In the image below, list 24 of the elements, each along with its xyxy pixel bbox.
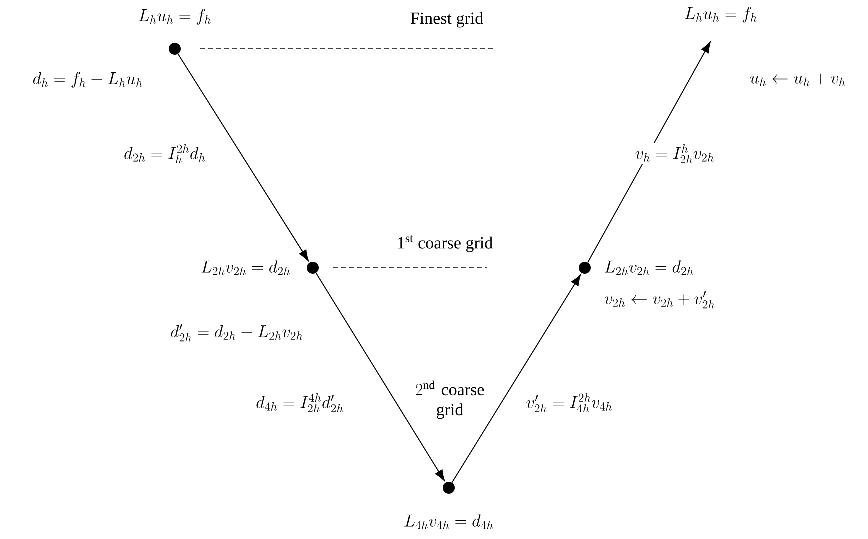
- formula-text: $d_h = f_h - L_h u_h$: [33, 72, 142, 88]
- formula-text: $v_{2h} \leftarrow v_{2h} + v'_{2h}$: [605, 291, 715, 309]
- formula-text: $d'_{2h} = d_{2h} - L_{2h} v_{2h}$: [171, 324, 303, 342]
- edge-label: $v_h = I_{2h}^{h} v_{2h}$: [634, 144, 716, 164]
- edge-label: $d_{4h} = I_{2h}^{4h} d'_{2h}$: [255, 392, 345, 414]
- formula-text: $2^{\mathrm{nd}}\ \mathrm{coarse}\allowbreak\ \mathrm{grid}$: [416, 380, 484, 420]
- grid-point-dot: [307, 262, 319, 274]
- formula-text: $u_h \leftarrow u_h + v_h$: [750, 74, 846, 86]
- edge-label: $d_{2h} = I_h^{2h} d_h$: [123, 144, 207, 164]
- formula-text: $L_{4h} v_{4h} = d_{4h}$: [404, 514, 494, 530]
- grid-point-dot: [443, 482, 455, 494]
- arrow: [452, 274, 582, 484]
- grid-point-dot: [169, 43, 181, 55]
- grid-point-dot: [579, 262, 591, 274]
- edge-label: $v'_{2h} = I_{4h}^{2h} v_{4h}$: [525, 392, 614, 414]
- formula-text: $L_{2h} v_{2h} = d_{2h}$: [202, 260, 290, 276]
- formula-text: $L_h u_h = f_h$: [139, 9, 211, 25]
- grid-level-label: 1$^{st}$ coarse grid: [398, 236, 493, 252]
- arrow: [178, 54, 309, 262]
- formula-text: $L_h u_h = f_h$: [685, 7, 757, 23]
- arrow: [316, 272, 446, 482]
- arrow: [588, 42, 711, 264]
- grid-level-label: Finest grid: [410, 12, 484, 28]
- formula-text: $L_{2h} v_{2h} = d_{2h}$: [605, 260, 694, 276]
